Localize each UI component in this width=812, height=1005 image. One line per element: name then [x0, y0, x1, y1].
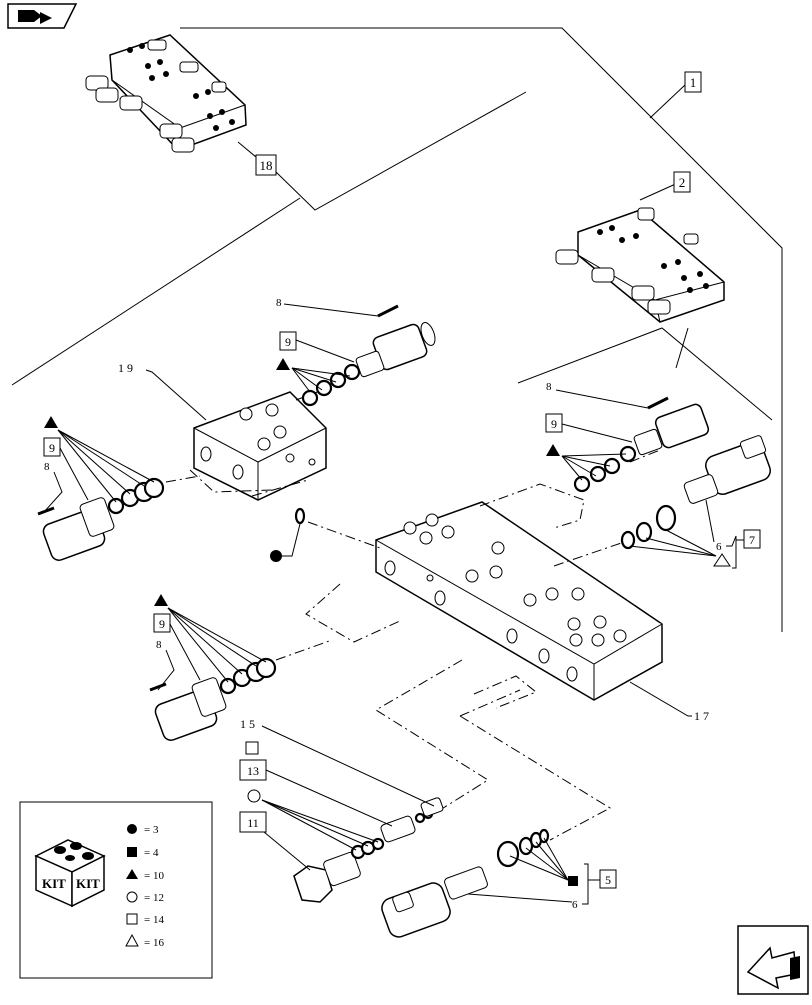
legend-text: = 10 — [144, 870, 164, 882]
label-5: 5 — [605, 873, 611, 887]
valve-block-17 — [375, 501, 663, 701]
callout-17: 17 — [629, 681, 712, 723]
callout-1: 1 — [684, 71, 702, 93]
label-17: 17 — [694, 709, 712, 723]
filled-triangle-icon — [276, 358, 290, 370]
label-1: 1 — [690, 75, 697, 90]
pressure-sensor-lower — [381, 828, 550, 938]
filled-circle-icon — [127, 824, 137, 834]
solenoid-valve-right — [573, 403, 710, 493]
filled-triangle-icon — [44, 416, 58, 428]
callout-13: 13 — [239, 741, 393, 827]
filled-triangle-icon — [546, 444, 560, 456]
open-circle-icon — [247, 789, 261, 803]
filled-triangle-icon — [126, 869, 138, 879]
callout-9-right: 9 — [545, 413, 633, 481]
label-2: 2 — [679, 175, 686, 190]
callout-19: 19 — [118, 361, 207, 421]
flow-centerlines — [165, 387, 661, 841]
label-9: 9 — [551, 417, 557, 431]
next-page-arrow-icon[interactable] — [737, 925, 809, 995]
legend-row-16: = 16 — [125, 933, 164, 949]
callout-6-7-right: 6 7 — [629, 499, 761, 569]
legend-row-3: = 3 — [127, 824, 159, 836]
legend-row-4: = 4 — [127, 847, 159, 859]
legend-row-10: = 10 — [126, 869, 164, 882]
open-triangle-icon — [125, 933, 139, 947]
label-18: 18 — [260, 158, 273, 173]
kit-text: KIT — [42, 876, 66, 891]
callout-2: 2 — [673, 171, 691, 193]
label-9: 9 — [285, 335, 291, 349]
label-19: 19 — [118, 361, 136, 375]
legend-row-14: = 14 — [126, 913, 164, 926]
filled-square-icon — [568, 876, 578, 886]
label-11: 11 — [247, 816, 259, 830]
legend-text: = 14 — [144, 914, 164, 926]
callout-15: 15 — [240, 717, 435, 807]
label-8: 8 — [44, 461, 50, 473]
assembled-manifold-top — [85, 34, 247, 153]
label-6: 6 — [716, 541, 722, 553]
legend-text: = 12 — [144, 892, 164, 904]
callout-18: 18 — [255, 154, 277, 176]
label-9: 9 — [159, 617, 165, 631]
label-8: 8 — [546, 381, 552, 393]
o-ring-filled-circle — [270, 507, 306, 562]
label-8: 8 — [156, 639, 162, 651]
filled-circle-icon — [270, 550, 282, 562]
plug-and-spool-lower — [293, 797, 444, 903]
assembled-manifold-right — [555, 207, 725, 323]
filled-square-icon — [127, 847, 137, 857]
assembly-leader-lines — [11, 27, 783, 632]
kit-legend: KIT KIT = 3 = 4 = 10 = 12 = 14 = 16 — [19, 801, 213, 979]
open-circle-icon — [126, 891, 138, 903]
kit-box-icon: KIT KIT — [34, 839, 106, 908]
callout-8-9-left-lower: 9 8 — [149, 594, 267, 692]
page-back-icon[interactable] — [7, 3, 78, 29]
legend-row-12: = 12 — [126, 891, 164, 904]
label-6: 6 — [572, 899, 578, 911]
callout-8-upper: 8 — [276, 297, 399, 318]
label-7: 7 — [749, 533, 755, 547]
legend-text: = 16 — [144, 937, 164, 949]
legend-text: = 4 — [144, 847, 159, 859]
open-square-icon — [245, 741, 259, 755]
valve-block-19 — [193, 391, 327, 501]
label-8: 8 — [276, 297, 282, 309]
kit-text: KIT — [76, 876, 100, 891]
callout-8-right: 8 — [546, 381, 669, 410]
filled-triangle-icon — [154, 594, 168, 606]
callout-11: 11 — [239, 789, 379, 871]
pressure-sensor-right — [620, 435, 771, 550]
solenoid-valve-upper-center — [301, 322, 436, 407]
callout-8-9-left-upper: 9 8 — [37, 416, 155, 516]
solenoid-valve-left-lower — [154, 657, 277, 741]
open-square-icon — [126, 913, 138, 925]
callout-5-6-lower: 6 5 — [467, 837, 617, 911]
label-9: 9 — [49, 441, 55, 455]
label-13: 13 — [247, 764, 259, 778]
label-15: 15 — [240, 717, 258, 731]
legend-text: = 3 — [144, 824, 159, 836]
callout-9-upper: 9 — [276, 331, 355, 393]
solenoid-valve-left-upper — [42, 477, 165, 561]
open-triangle-icon — [713, 553, 731, 567]
